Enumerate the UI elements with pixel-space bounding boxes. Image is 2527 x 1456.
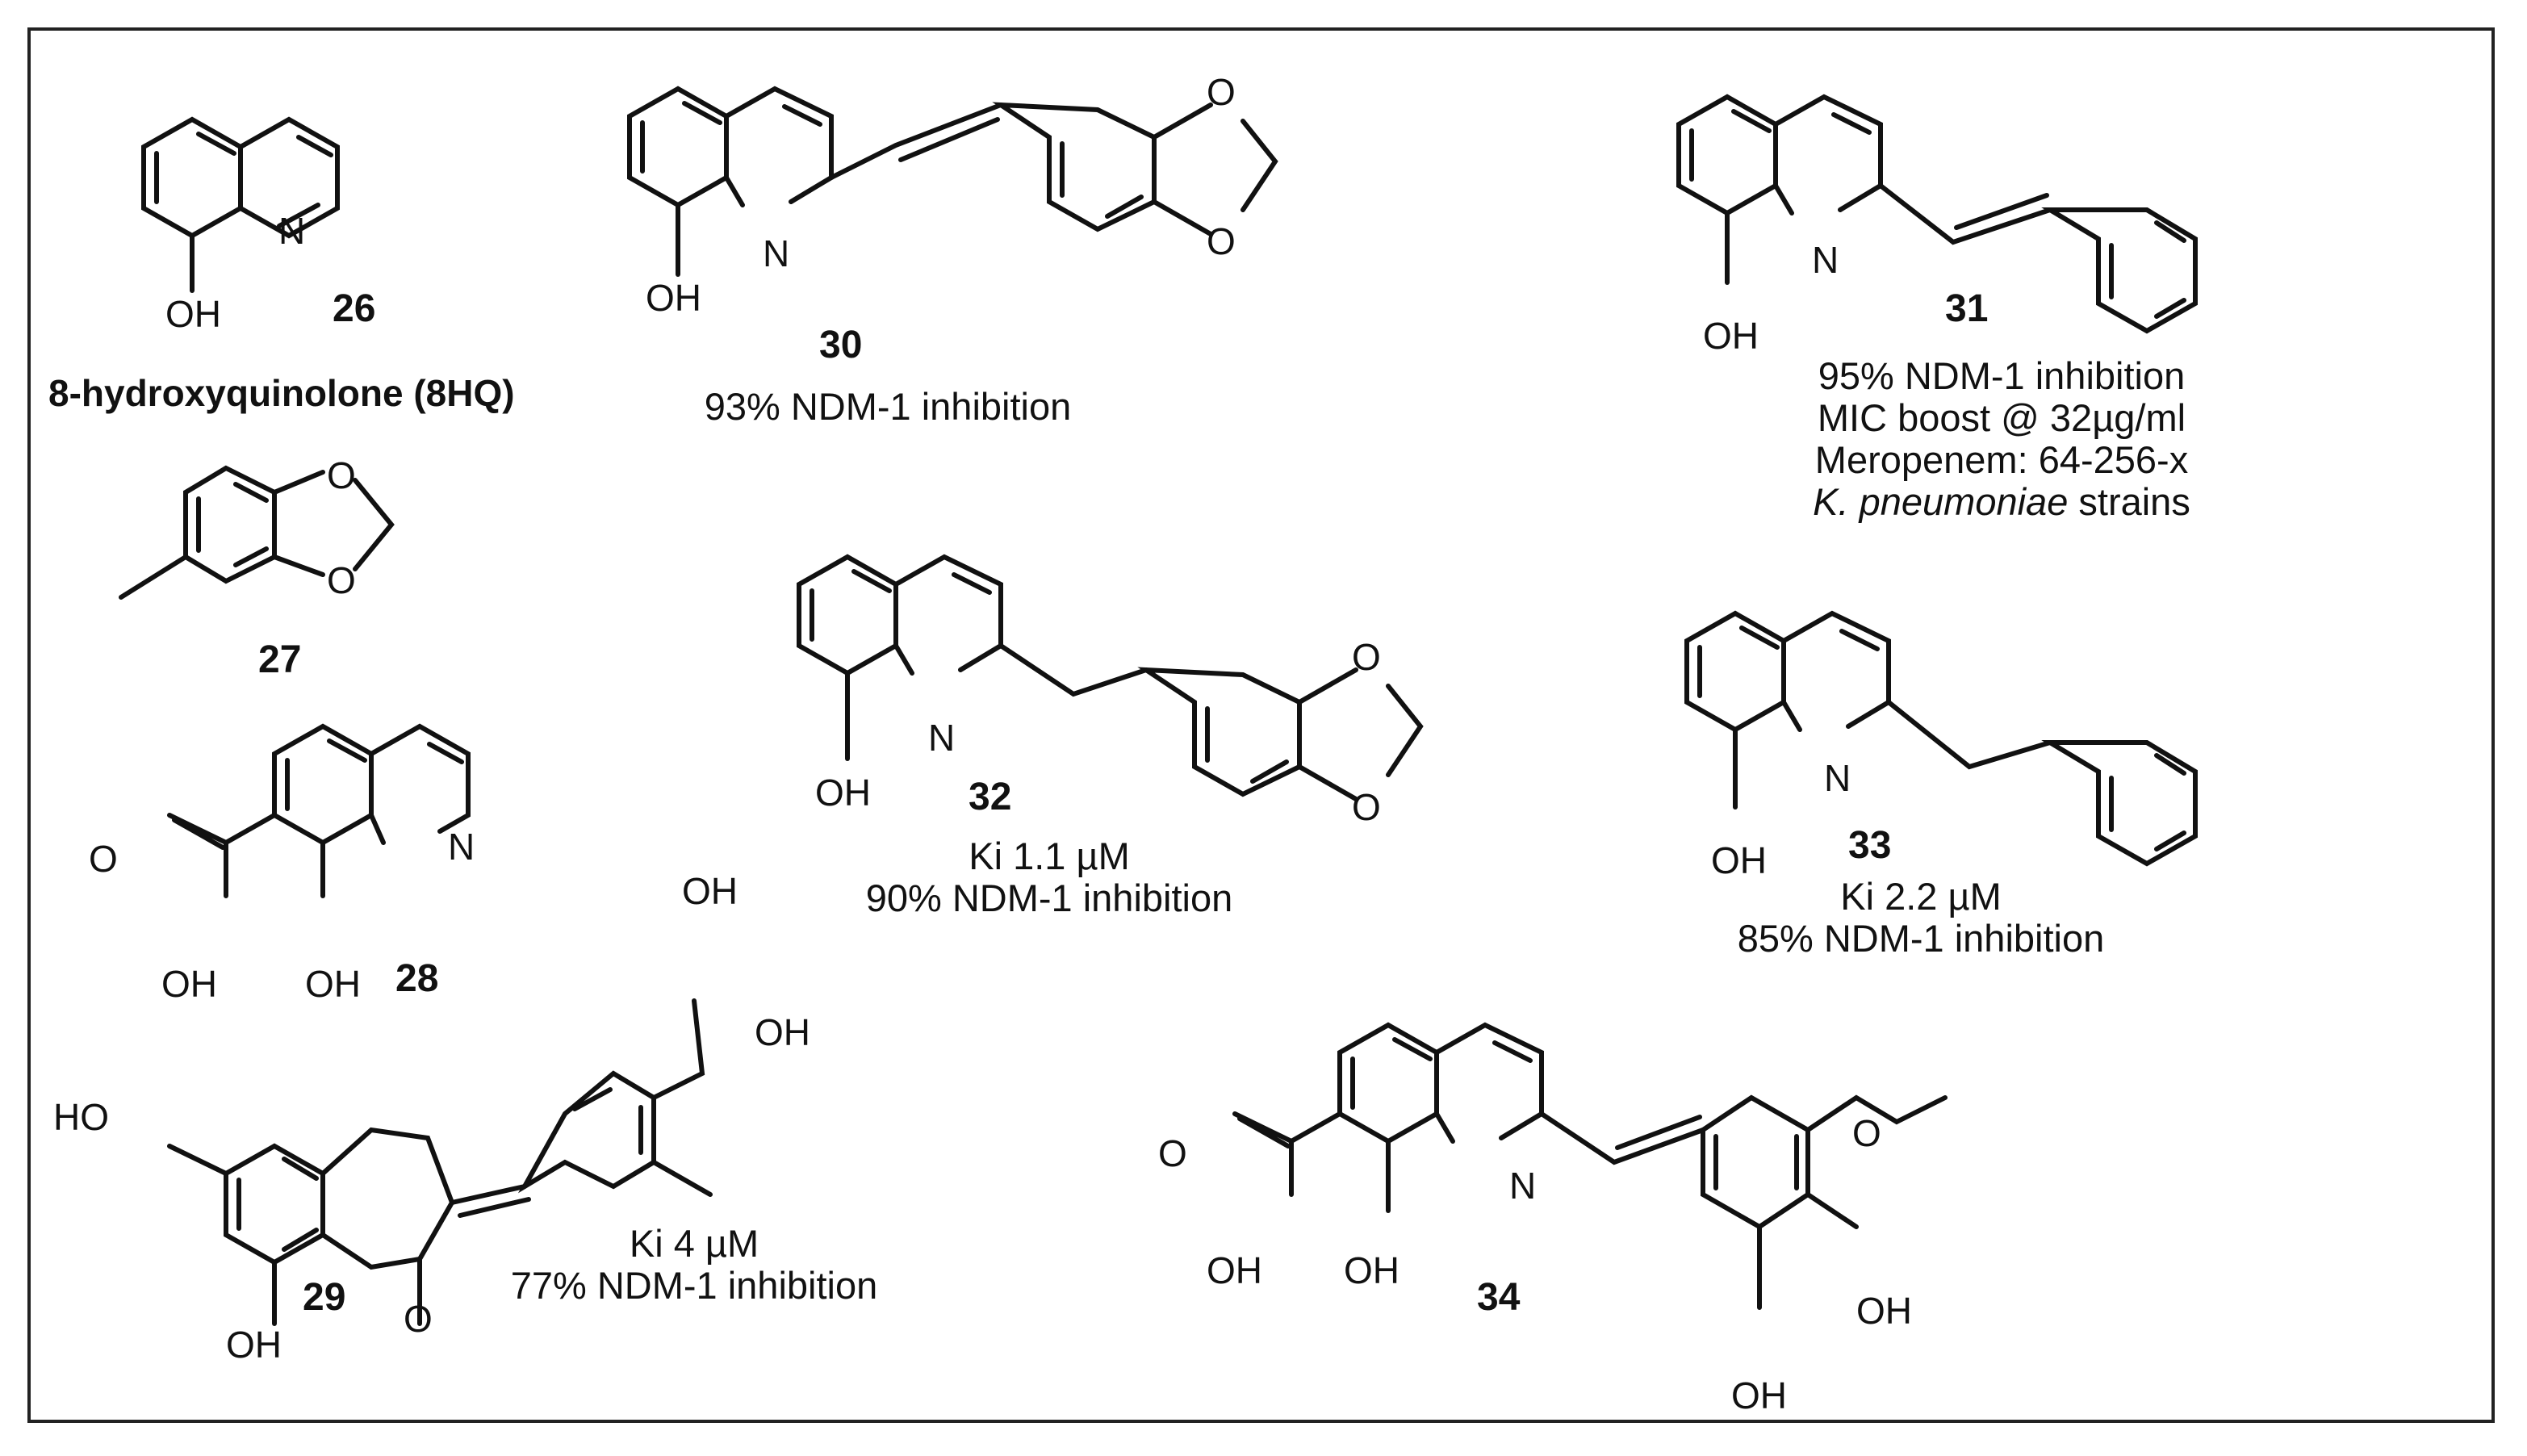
atom-n: N (928, 717, 955, 759)
structure-26: N OH (141, 116, 340, 335)
atom-oh: OH (1344, 1249, 1399, 1291)
atom-o: O (1852, 1112, 1881, 1154)
mic-31: MIC boost @ 32µg/ml (1817, 396, 2186, 439)
atom-oh: OH (1856, 1290, 1912, 1332)
compound-number-28: 28 (395, 957, 439, 1000)
inhibition-30: 93% NDM-1 inhibition (704, 385, 1072, 428)
compound-number-26: 26 (333, 287, 376, 330)
compound-notes-32: Ki 1.1 µM 90% NDM-1 inhibition (831, 835, 1267, 919)
inhibition-33: 85% NDM-1 inhibition (1737, 917, 2105, 960)
atom-oh: OH (1207, 1249, 1262, 1291)
atom-oh: OH (1703, 315, 1759, 357)
atom-n: N (448, 826, 475, 868)
atom-o: O (327, 454, 356, 496)
atom-n: N (1812, 239, 1839, 281)
atom-oh: OH (815, 772, 871, 814)
inhibition-32: 90% NDM-1 inhibition (865, 877, 1233, 919)
atom-o: O (404, 1298, 433, 1340)
ki-33: Ki 2.2 µM (1840, 875, 2002, 918)
atom-o: O (1207, 71, 1236, 113)
structure-28: N O OH OH (89, 723, 475, 1005)
strain-species-31: K. pneumoniae (1813, 480, 2069, 523)
compound-number-34: 34 (1477, 1276, 1521, 1319)
structure-34: N O OH OH O OH OH (1158, 1022, 1948, 1416)
inhibition-31: 95% NDM-1 inhibition (1818, 354, 2186, 397)
structure-31: N OH (1676, 94, 2198, 357)
ki-32: Ki 1.1 µM (969, 835, 1130, 877)
compound-number-27: 27 (258, 638, 302, 681)
atom-oh: OH (1731, 1374, 1787, 1416)
atom-ho: HO (53, 1096, 109, 1138)
figure-frame (27, 27, 2495, 1423)
atom-oh: OH (755, 1011, 810, 1053)
structure-32: N OH O O (797, 554, 1424, 828)
structure-27: O O (119, 454, 395, 601)
atom-n: N (1824, 757, 1851, 799)
compound-number-31: 31 (1945, 287, 1989, 330)
atom-oh: OH (682, 870, 738, 912)
strain-word-31: strains (2068, 480, 2190, 523)
meropenem-31: Meropenem: 64-256-x (1814, 438, 2189, 481)
strain-31: K. pneumoniae strains (1792, 481, 2211, 523)
structure-33: N OH (1684, 610, 2198, 881)
compound-notes-33: Ki 2.2 µM 85% NDM-1 inhibition (1711, 876, 2131, 960)
compound-name-26: 8-hydroxyquinolone (8HQ) (48, 372, 515, 414)
atom-oh: OH (305, 963, 361, 1005)
atom-oh: OH (161, 963, 217, 1005)
atom-o: O (1158, 1132, 1187, 1174)
atom-o: O (1207, 220, 1236, 262)
compound-notes-30: 93% NDM-1 inhibition (662, 386, 1114, 428)
ki-29: Ki 4 µM (629, 1222, 759, 1265)
atom-oh: OH (646, 277, 701, 319)
compound-number-29: 29 (303, 1276, 346, 1319)
inhibition-29: 77% NDM-1 inhibition (510, 1264, 878, 1307)
compound-notes-29: Ki 4 µM 77% NDM-1 inhibition (484, 1223, 904, 1307)
compound-number-33: 33 (1848, 824, 1892, 867)
compound-notes-31: 95% NDM-1 inhibition MIC boost @ 32µg/ml… (1792, 355, 2211, 523)
atom-oh: OH (1711, 839, 1767, 881)
atom-n: N (278, 210, 305, 252)
atom-n: N (763, 232, 789, 274)
atom-o: O (1352, 636, 1381, 678)
atom-o: O (327, 559, 356, 601)
compound-number-32: 32 (969, 776, 1012, 818)
atom-oh: OH (165, 293, 221, 335)
atom-n: N (1509, 1165, 1536, 1207)
structure-30: N OH O O (627, 71, 1278, 319)
atom-oh: OH (226, 1324, 282, 1366)
compound-number-30: 30 (819, 324, 863, 366)
structure-29: HO OH O OH OH (53, 870, 810, 1366)
atom-o: O (89, 838, 118, 880)
atom-o: O (1352, 786, 1381, 828)
